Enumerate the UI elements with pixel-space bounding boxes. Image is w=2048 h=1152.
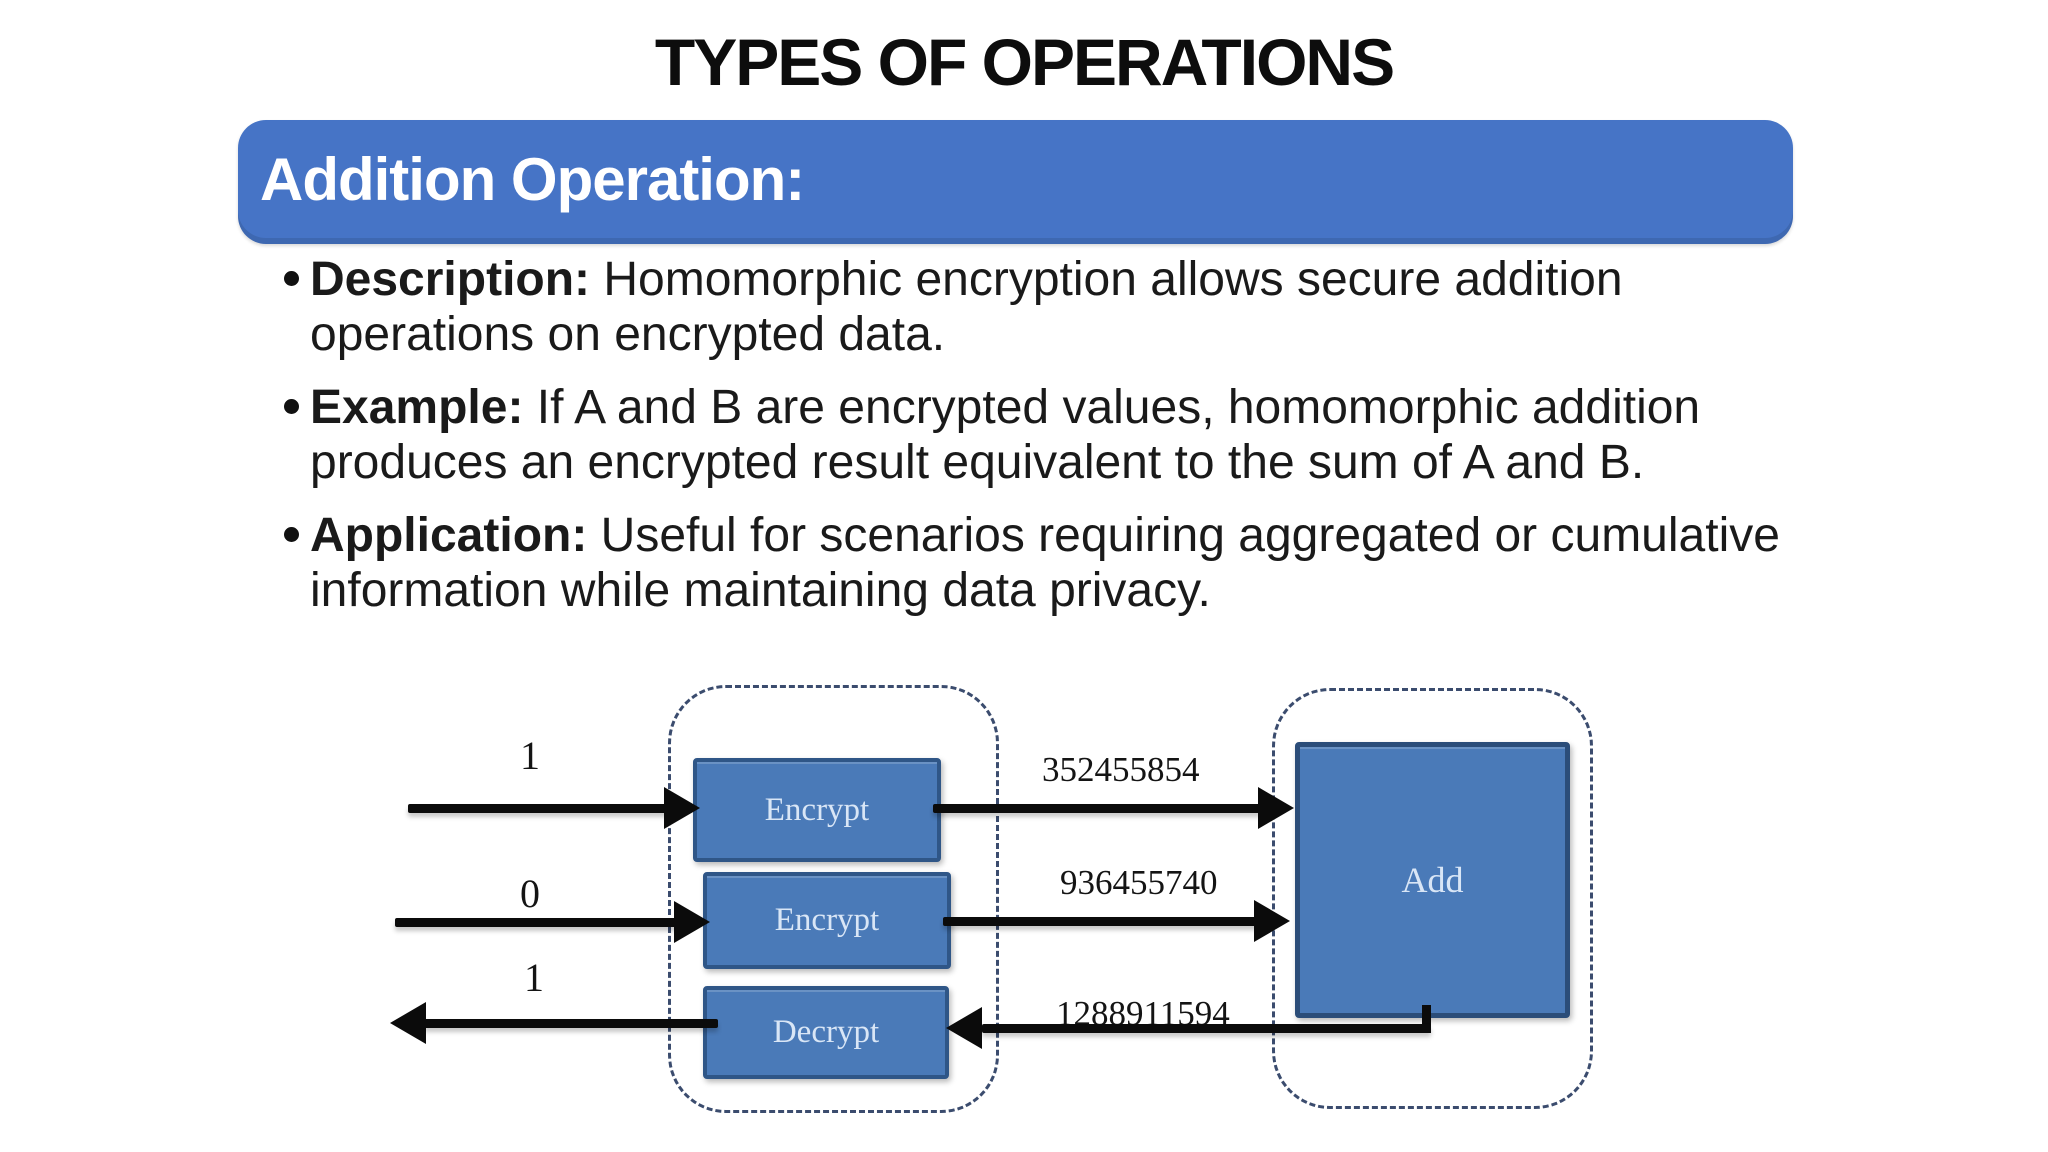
arrow-sum-head-icon <box>946 1007 982 1049</box>
arrow-cipher1-head-icon <box>1258 787 1294 829</box>
plaintext-input2-label: 0 <box>520 871 540 916</box>
slide-title: TYPES OF OPERATIONS <box>654 25 1395 99</box>
encrypt-box-2-label: Encrypt <box>774 902 880 938</box>
plaintext-input1-label: 1 <box>520 733 540 778</box>
ciphertext1-label: 352455854 <box>1042 750 1200 789</box>
bullet-example-lead: Example: <box>310 381 524 434</box>
arrow-sum-shaft <box>982 1024 1431 1033</box>
arrow-input1-head-icon <box>664 787 700 829</box>
add-box-label: Add <box>1401 860 1464 900</box>
encrypt-box-1-label: Encrypt <box>764 791 870 828</box>
encrypt-box-2: Encrypt <box>703 872 951 969</box>
bullet-dot <box>284 271 299 286</box>
bullet-application: Application: Useful for scenarios requir… <box>284 508 1804 618</box>
bullet-list: Description: Homomorphic encryption allo… <box>284 252 1804 636</box>
encrypt-box-1: Encrypt <box>693 758 941 862</box>
bullet-description-text: Homomorphic encryption allows secure add… <box>310 253 1623 361</box>
plaintext-output-label: 1 <box>524 955 544 1000</box>
server-side-boundary <box>1272 688 1593 1109</box>
decrypt-box: Decrypt <box>703 986 949 1079</box>
bullet-example: Example: If A and B are encrypted values… <box>284 380 1804 490</box>
arrow-input1-shaft <box>408 804 668 813</box>
bullet-example-text: If A and B are encrypted values, homomor… <box>310 381 1701 489</box>
section-header-text: Addition Operation: <box>260 145 805 213</box>
add-box: Add <box>1295 742 1570 1018</box>
arrow-output-shaft <box>424 1019 718 1028</box>
bullet-description-lead: Description: <box>310 253 591 306</box>
bullet-description: Description: Homomorphic encryption allo… <box>284 252 1804 362</box>
arrow-cipher2-shaft <box>943 917 1257 926</box>
bullet-dot <box>284 399 299 414</box>
arrow-input2-shaft <box>395 918 677 927</box>
section-header-bar: Addition Operation: <box>238 120 1793 244</box>
arrow-input2-head-icon <box>674 901 710 943</box>
bullet-dot <box>284 527 299 542</box>
arrow-cipher1-shaft <box>933 804 1261 813</box>
bullet-application-lead: Application: <box>310 509 588 562</box>
arrow-cipher2-head-icon <box>1254 900 1290 942</box>
client-side-boundary <box>668 685 999 1113</box>
arrow-sum-corner-shaft <box>1422 1005 1431 1033</box>
bullet-application-text: Useful for scenarios requiring aggregate… <box>310 509 1780 617</box>
arrow-output-head-icon <box>390 1002 426 1044</box>
ciphertext2-label: 936455740 <box>1060 863 1218 902</box>
decrypt-box-label: Decrypt <box>772 1014 880 1050</box>
